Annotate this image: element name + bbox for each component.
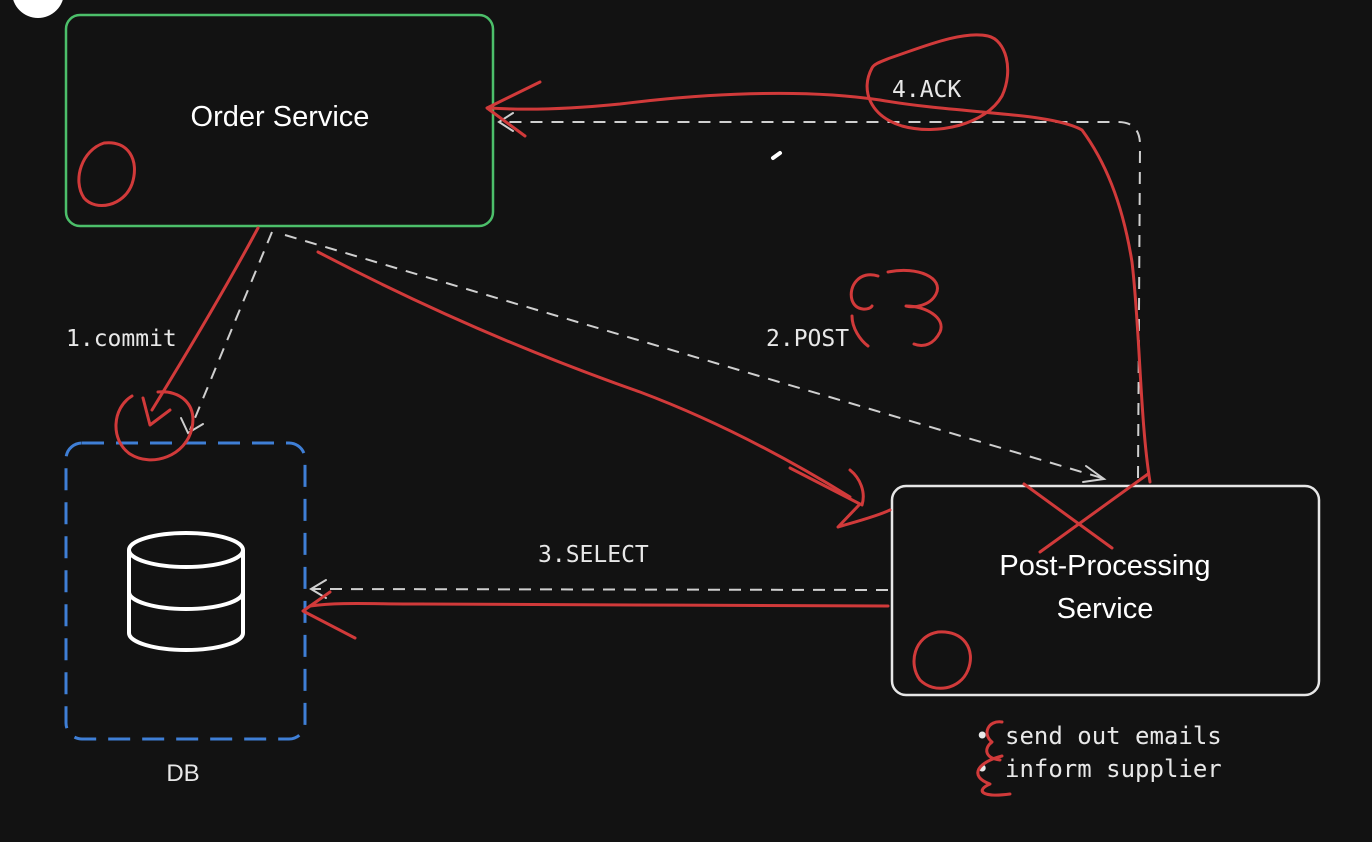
annotation-circle-post — [912, 630, 972, 690]
order-service-node: Order Service — [64, 13, 495, 228]
note-bullet: • — [975, 722, 989, 750]
annotation-brace-top — [985, 720, 1004, 762]
annotation-commit-stroke — [150, 226, 260, 412]
ack-arrow — [497, 112, 1142, 479]
post-label: 2.POST — [766, 326, 849, 352]
post-arrow — [284, 234, 1107, 483]
annotation-commit-head — [141, 396, 172, 427]
db-label: DB — [166, 760, 199, 787]
annotation-cross — [1022, 472, 1150, 554]
annotation-post-stroke — [316, 250, 852, 499]
post-processing-label-line1: Post-Processing — [999, 550, 1210, 582]
select-label: 3.SELECT — [538, 542, 649, 568]
annotation-circle-order — [77, 141, 136, 207]
commit-arrow — [180, 231, 273, 435]
annotation-brace-bottom — [976, 754, 1012, 797]
annotation-select-stroke — [308, 602, 890, 608]
select-arrow — [309, 579, 889, 599]
post-processing-box — [890, 484, 1321, 697]
annotation-circle-commit — [114, 390, 195, 462]
cursor-mark — [771, 151, 782, 160]
corner-badge — [13, 0, 63, 18]
database-icon — [127, 531, 245, 652]
ack-label: 4.ACK — [892, 77, 961, 103]
red-annotations — [77, 33, 1152, 797]
order-service-label: Order Service — [191, 101, 370, 133]
note-inform-supplier: inform supplier — [1005, 755, 1222, 783]
annotation-select-head — [301, 590, 357, 640]
annotation-circle-ack — [865, 33, 1010, 131]
annotation-ack-head — [485, 80, 542, 138]
db-node: DB — [64, 441, 307, 787]
notes-list: • send out emails • inform supplier — [975, 722, 1222, 783]
order-service-box — [64, 13, 495, 228]
commit-label: 1.commit — [66, 326, 177, 352]
annotation-ack-stroke — [488, 91, 1152, 484]
annotation-post-head — [788, 466, 892, 529]
post-processing-label-line2: Service — [1057, 593, 1154, 625]
db-box — [64, 441, 307, 741]
post-processing-node: Post-Processing Service — [890, 484, 1321, 697]
annotation-three — [849, 269, 943, 348]
note-send-emails: send out emails — [1005, 722, 1222, 750]
